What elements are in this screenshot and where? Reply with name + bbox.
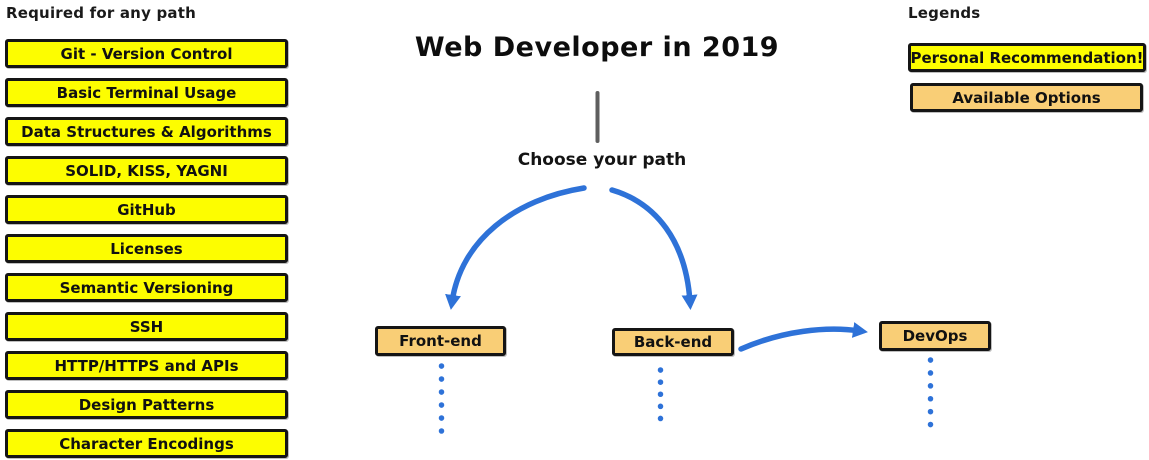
required-topic-solid-kiss-yagni: SOLID, KISS, YAGNI (5, 156, 288, 185)
required-section-heading: Required for any path (6, 4, 196, 22)
required-topic-data-structures: Data Structures & Algorithms (5, 117, 288, 146)
required-topic-licenses: Licenses (5, 234, 288, 263)
required-topic-terminal: Basic Terminal Usage (5, 78, 288, 107)
page-title: Web Developer in 2019 (414, 32, 780, 63)
required-topic-github: GitHub (5, 195, 288, 224)
required-topic-character-encodings: Character Encodings (5, 429, 288, 458)
required-topic-ssh: SSH (5, 312, 288, 341)
legend-personal-recommendation: Personal Recommendation! (908, 43, 1146, 72)
legends-heading: Legends (908, 4, 981, 22)
choose-path-label: Choose your path (517, 150, 687, 170)
path-node-front-end: Front-end (375, 326, 506, 356)
path-node-devops: DevOps (879, 321, 991, 351)
required-topic-list: Git - Version Control Basic Terminal Usa… (5, 39, 288, 458)
required-topic-git: Git - Version Control (5, 39, 288, 68)
required-topic-http-apis: HTTP/HTTPS and APIs (5, 351, 288, 380)
required-topic-design-patterns: Design Patterns (5, 390, 288, 419)
arrow-to-back-end (609, 187, 698, 310)
arrow-back-end-to-devops (738, 322, 868, 352)
legend-available-options: Available Options (910, 83, 1143, 112)
required-topic-semver: Semantic Versioning (5, 273, 288, 302)
arrow-to-front-end (445, 185, 587, 310)
legend-list: Personal Recommendation! Available Optio… (908, 43, 1146, 112)
path-node-back-end: Back-end (612, 328, 734, 356)
